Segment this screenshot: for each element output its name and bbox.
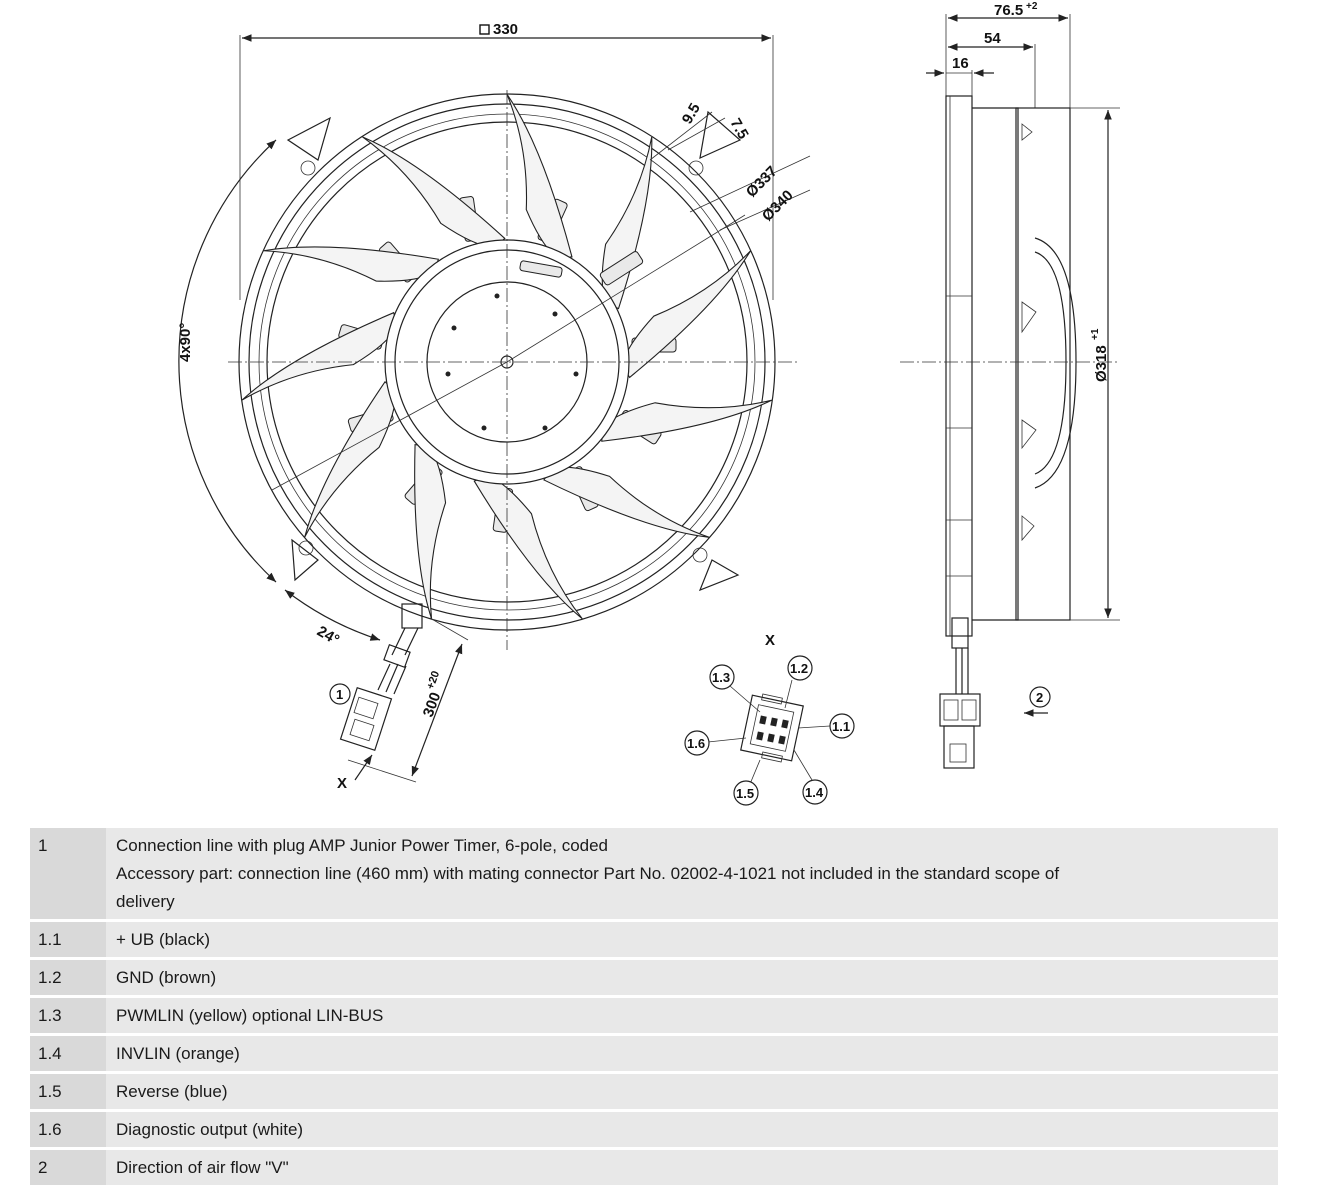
legend-line: Direction of air flow "V" bbox=[116, 1158, 289, 1177]
mounting-ears bbox=[286, 110, 742, 592]
dim-d318-tol: +1 bbox=[1090, 328, 1101, 340]
callout-2: 2 bbox=[1036, 690, 1043, 705]
legend-number: 1 bbox=[30, 828, 106, 919]
legend-number: 1.5 bbox=[30, 1074, 106, 1109]
legend-description: PWMLIN (yellow) optional LIN-BUS bbox=[106, 998, 1278, 1033]
dim-54-label: 54 bbox=[984, 30, 1001, 47]
legend-description: Diagnostic output (white) bbox=[106, 1112, 1278, 1147]
legend-number: 1.1 bbox=[30, 922, 106, 957]
dim-24-label: 24° bbox=[314, 623, 342, 649]
cable-assembly bbox=[339, 603, 423, 751]
callout-1: 1 bbox=[336, 687, 343, 702]
fan-blade bbox=[473, 474, 583, 620]
dim-76-5-label: 76.5 bbox=[994, 2, 1023, 19]
legend-line: Reverse (blue) bbox=[116, 1082, 228, 1101]
connector-view-title: X bbox=[765, 632, 775, 649]
x-marker-front: X bbox=[337, 775, 347, 792]
dim-7-5-label: 7.5 bbox=[727, 116, 752, 143]
legend-row: 1.4 INVLIN (orange) bbox=[30, 1036, 1278, 1071]
connector-view: X 1.1 1.2 1.3 1.4 1.5 1.6 bbox=[684, 632, 855, 806]
front-view: 330 9.5 7.5 Ø337 Ø340 4x90° 24° 3 bbox=[177, 21, 811, 792]
legend-number: 1.4 bbox=[30, 1036, 106, 1071]
legend-number: 2 bbox=[30, 1150, 106, 1185]
legend-line: INVLIN (orange) bbox=[116, 1044, 240, 1063]
fan-blades bbox=[241, 94, 773, 620]
dim-cable-label: 300 bbox=[420, 690, 445, 719]
dim-width-label: 330 bbox=[493, 21, 518, 38]
legend-number: 1.6 bbox=[30, 1112, 106, 1147]
dim-d340-label: Ø340 bbox=[759, 187, 797, 225]
pin-label-1-4: 1.4 bbox=[805, 785, 824, 800]
pin-label-1-6: 1.6 bbox=[687, 736, 705, 751]
pin-label-1-2: 1.2 bbox=[790, 661, 808, 676]
pin-label-1-1: 1.1 bbox=[832, 719, 850, 734]
legend-row: 1.5 Reverse (blue) bbox=[30, 1074, 1278, 1109]
dim-9-5-label: 9.5 bbox=[679, 100, 704, 127]
legend-description: Direction of air flow "V" bbox=[106, 1150, 1278, 1185]
pin-label-1-5: 1.5 bbox=[736, 786, 754, 801]
legend-description: Reverse (blue) bbox=[106, 1074, 1278, 1109]
dim-cable-tol: +20 bbox=[425, 669, 443, 691]
legend-row: 1.2 GND (brown) bbox=[30, 960, 1278, 995]
fan-blade bbox=[543, 466, 710, 538]
legend-row: 1.3 PWMLIN (yellow) optional LIN-BUS bbox=[30, 998, 1278, 1033]
dim-d318-label: Ø318 bbox=[1093, 345, 1110, 382]
legend-line: + UB (black) bbox=[116, 930, 210, 949]
legend-line: delivery bbox=[116, 892, 175, 911]
legend-line: Connection line with plug AMP Junior Pow… bbox=[116, 836, 609, 855]
fan-blade bbox=[362, 136, 506, 249]
legend-number: 1.2 bbox=[30, 960, 106, 995]
legend-line: GND (brown) bbox=[116, 968, 217, 987]
legend-row: 2 Direction of air flow "V" bbox=[30, 1150, 1278, 1185]
fan-blade bbox=[506, 94, 573, 260]
fan-blade bbox=[304, 380, 397, 538]
legend-row: 1.6 Diagnostic output (white) bbox=[30, 1112, 1278, 1147]
blade-slot bbox=[599, 251, 644, 286]
fan-blade bbox=[621, 250, 751, 379]
fan-blade bbox=[414, 443, 447, 619]
legend-line: Accessory part: connection line (460 mm)… bbox=[116, 864, 1060, 883]
legend-description: Connection line with plug AMP Junior Pow… bbox=[106, 828, 1278, 919]
hub-holes bbox=[445, 293, 579, 431]
legend-table: 1 Connection line with plug AMP Junior Po… bbox=[30, 825, 1278, 1188]
dim-16-label: 16 bbox=[952, 55, 969, 72]
fan-blade bbox=[263, 246, 440, 282]
legend-description: INVLIN (orange) bbox=[106, 1036, 1278, 1071]
legend-description: + UB (black) bbox=[106, 922, 1278, 957]
legend-description: GND (brown) bbox=[106, 960, 1278, 995]
technical-drawing: 330 9.5 7.5 Ø337 Ø340 4x90° 24° 3 bbox=[177, 1, 1120, 806]
dim-d337-label: Ø337 bbox=[743, 163, 781, 201]
dim-76-5-tol: +2 bbox=[1026, 1, 1038, 12]
legend-line: PWMLIN (yellow) optional LIN-BUS bbox=[116, 1006, 384, 1025]
dim-4x90-label: 4x90° bbox=[177, 323, 194, 362]
fan-blade bbox=[601, 399, 773, 442]
legend-number: 1.3 bbox=[30, 998, 106, 1033]
side-view: 76.5 +2 54 16 Ø318 +1 bbox=[900, 1, 1120, 769]
legend-row: 1 Connection line with plug AMP Junior Po… bbox=[30, 828, 1278, 919]
pin-label-1-3: 1.3 bbox=[712, 670, 730, 685]
legend-row: 1.1 + UB (black) bbox=[30, 922, 1278, 957]
legend-line: Diagnostic output (white) bbox=[116, 1120, 304, 1139]
